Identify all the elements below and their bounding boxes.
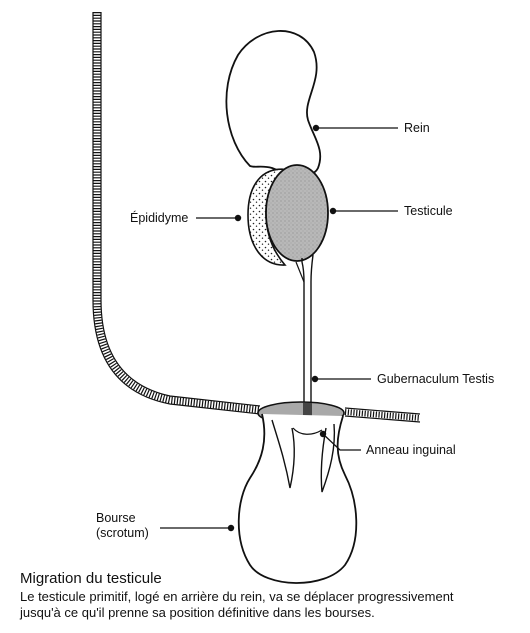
caption-line-2: jusqu'à ce qu'il prenne sa position défi… <box>20 605 375 620</box>
label-bourse: Bourse <box>96 511 136 525</box>
caption-block: Migration du testicule Le testicule prim… <box>20 570 525 621</box>
leader-gubernaculum <box>311 375 371 383</box>
label-gubernaculum: Gubernaculum Testis <box>377 372 495 386</box>
label-scrotum: (scrotum) <box>96 526 149 540</box>
leader-testicule <box>329 207 398 215</box>
gubernaculum-cord <box>295 254 314 420</box>
label-rein: Rein <box>404 121 430 135</box>
label-epididyme: Épididyme <box>130 211 189 225</box>
kidney-shape <box>225 30 322 177</box>
leader-anneau <box>319 430 361 451</box>
scrotum-shape <box>237 413 358 584</box>
inguinal-wall-right <box>344 407 421 423</box>
scrotal-fold-center <box>292 427 323 435</box>
testis-shape <box>265 164 329 262</box>
scrotal-fold-left <box>271 419 295 489</box>
abdominal-wall <box>92 12 261 415</box>
caption-line-1: Le testicule primitif, logé en arrière d… <box>20 589 454 604</box>
label-testicule: Testicule <box>404 204 453 218</box>
leader-epididyme <box>196 214 242 222</box>
cord-through-ring <box>303 403 312 423</box>
leader-bourse <box>160 524 235 532</box>
label-anneau: Anneau inguinal <box>366 443 456 457</box>
caption-title: Migration du testicule <box>20 570 162 587</box>
leader-rein <box>312 124 398 132</box>
